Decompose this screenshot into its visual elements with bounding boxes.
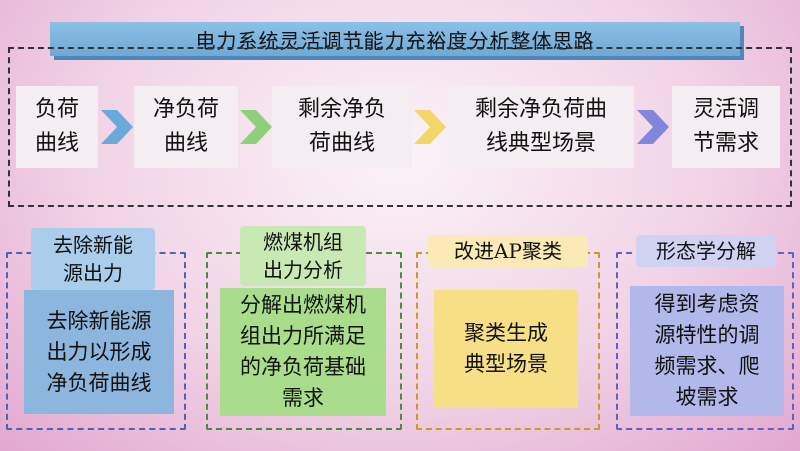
body-line: 得到考虑资 xyxy=(654,292,760,316)
body-line: 的净负荷基础 xyxy=(240,355,366,379)
body-line: 典型场景 xyxy=(464,352,548,376)
flow-step-residual-net-load-curve: 剩余净负荷曲线 xyxy=(272,86,412,168)
body-line: 需求 xyxy=(282,386,324,410)
step-line: 节需求 xyxy=(692,131,759,156)
chevron-arrow-icon xyxy=(414,110,446,144)
chevron-arrow-icon xyxy=(101,110,133,144)
tag-line: 形态学分解 xyxy=(656,239,756,263)
step-line: 荷曲线 xyxy=(308,131,375,156)
diagram-title: 电力系统灵活调节能力充裕度分析整体思路 xyxy=(50,22,740,56)
method-tag-renewable-removal: 去除新能源出力 xyxy=(31,228,155,290)
flow-frame xyxy=(8,47,792,207)
step-line: 灵活调 xyxy=(692,97,759,122)
flow-step-load-curve: 负荷曲线 xyxy=(16,86,98,168)
step-line: 线典型场景 xyxy=(485,131,596,156)
flow-step-net-load-curve: 净负荷曲线 xyxy=(134,86,238,168)
method-tag-morphological-decomposition: 形态学分解 xyxy=(636,235,776,267)
method-tag-ap-clustering: 改进AP聚类 xyxy=(428,235,588,267)
flow-step-typical-scenarios: 剩余净负荷曲线典型场景 xyxy=(448,86,634,168)
method-body-coal-unit-analysis: 分解出燃煤机组出力所满足的净负荷基础需求 xyxy=(220,288,386,416)
body-line: 源特性的调 xyxy=(654,323,760,347)
chevron-arrow-icon xyxy=(637,110,669,144)
body-line: 频需求、爬 xyxy=(654,354,760,378)
chevron-arrow-icon xyxy=(240,110,272,144)
step-line: 剩余净负荷曲 xyxy=(474,97,607,122)
step-line: 负荷 xyxy=(34,97,79,122)
step-line: 剩余净负 xyxy=(297,97,386,122)
step-line: 曲线 xyxy=(34,131,79,156)
method-body-ap-clustering: 聚类生成典型场景 xyxy=(434,290,578,408)
body-line: 组出力所满足 xyxy=(240,324,366,348)
body-line: 聚类生成 xyxy=(464,321,548,345)
tag-line: 改进AP聚类 xyxy=(454,239,562,263)
body-line: 净负荷曲线 xyxy=(46,370,152,395)
method-tag-coal-unit-analysis: 燃煤机组出力分析 xyxy=(240,226,366,286)
tag-line: 去除新能 xyxy=(53,233,133,257)
step-line: 曲线 xyxy=(163,131,208,156)
body-line: 坡需求 xyxy=(675,385,739,409)
tag-line: 燃煤机组 xyxy=(263,230,343,254)
tag-line: 出力分析 xyxy=(263,258,343,282)
method-body-renewable-removal: 去除新能源出力以形成净负荷曲线 xyxy=(24,290,174,414)
flow-step-flexibility-demand: 灵活调节需求 xyxy=(672,86,780,168)
method-body-morphological-decomposition: 得到考虑资源特性的调频需求、爬坡需求 xyxy=(630,286,784,416)
body-line: 去除新能源 xyxy=(46,308,152,333)
body-line: 分解出燃煤机 xyxy=(240,293,366,317)
step-line: 净负荷 xyxy=(152,97,219,122)
body-line: 出力以形成 xyxy=(46,339,152,364)
tag-line: 源出力 xyxy=(63,261,123,285)
